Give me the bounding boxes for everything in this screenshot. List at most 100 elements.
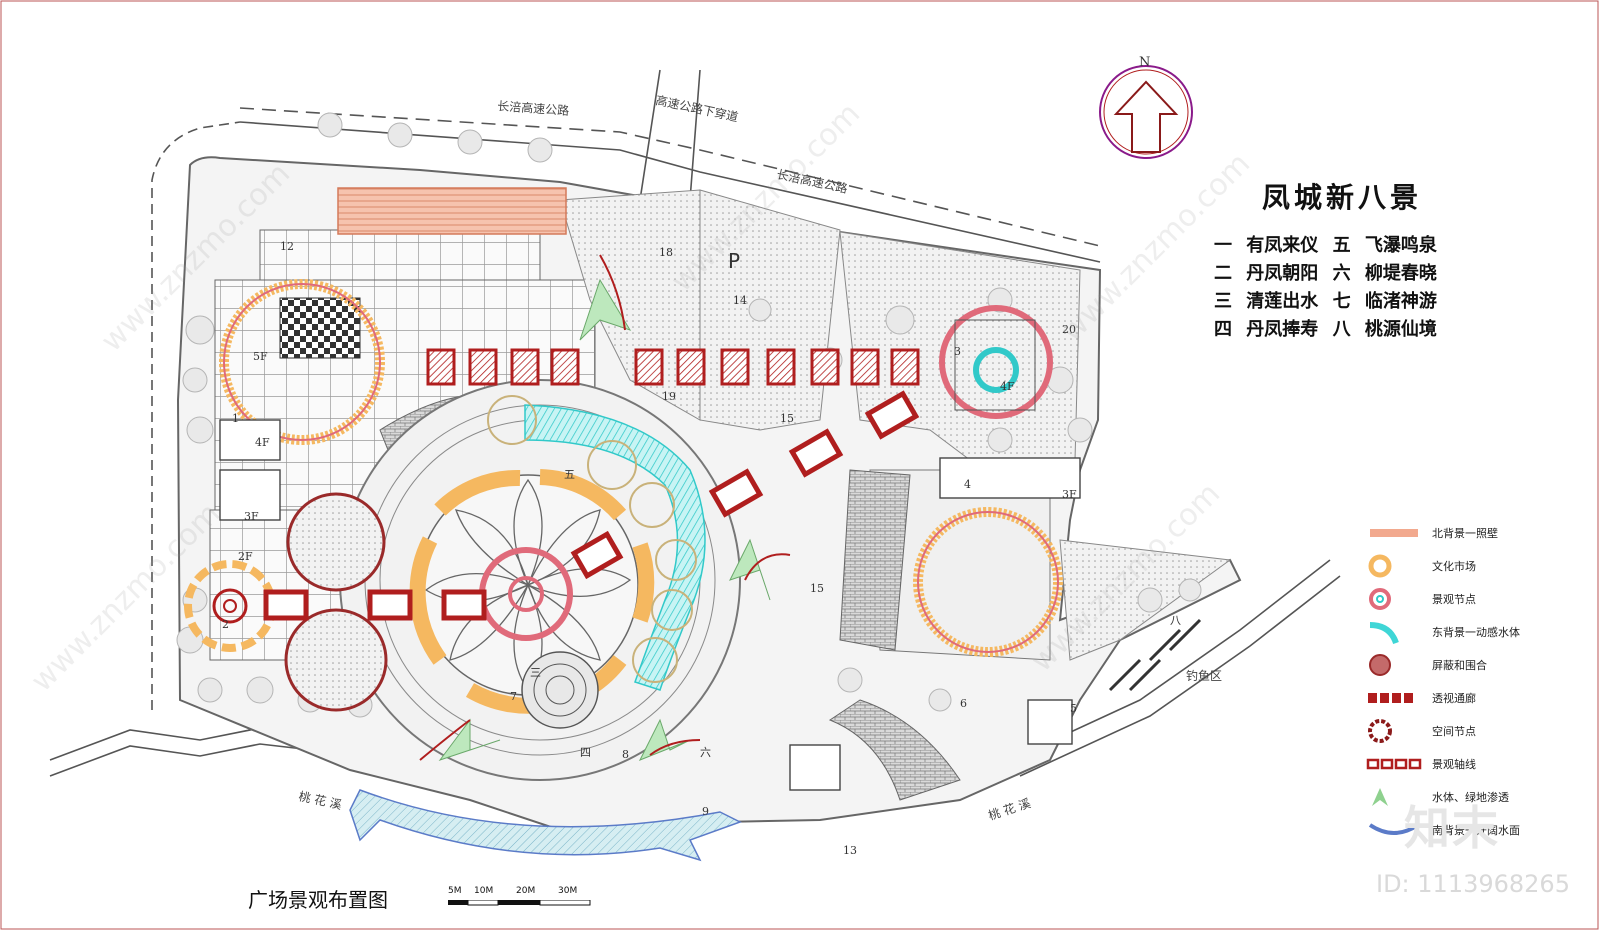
scene-row: 四 丹凤捧寿 八 桃源仙境: [1214, 316, 1574, 344]
north-screen-wall: [337, 187, 567, 235]
building-label: 3F: [1062, 488, 1077, 501]
north-arrow: [1099, 65, 1193, 159]
road-label-highway-1: 长涪高速公路: [497, 98, 570, 118]
landscape-node-ring-icon: [1369, 588, 1391, 610]
scene-row: 二 丹凤朝阳 六 柳堤春晓: [1214, 260, 1574, 288]
zone-label: 三: [530, 666, 541, 679]
legend-item: 北背景一照壁: [1366, 520, 1596, 553]
node-number: 18: [659, 246, 673, 259]
landscape-node-east: [939, 305, 1053, 419]
scene-name: 清莲出水: [1246, 291, 1319, 312]
enclosure-node-1: [286, 492, 386, 592]
scene-name: 飞瀑鸣泉: [1364, 235, 1437, 256]
fishing-pier: [1108, 618, 1202, 692]
legend-label: 水体、绿地渗透: [1432, 791, 1509, 804]
node-number: 9: [702, 805, 709, 818]
axis-blocks-icon: [1366, 758, 1422, 770]
scene-number: 四: [1214, 319, 1232, 340]
buildings: [219, 419, 1081, 791]
scale-bar: 5M 10M 20M 30M: [448, 886, 596, 916]
scene-number: 六: [1332, 263, 1351, 284]
scene-name: 丹凤朝阳: [1246, 263, 1319, 284]
building-label: 5F: [253, 350, 268, 363]
green-arrow-icon: [1372, 788, 1388, 806]
legend-label: 北背景一照壁: [1432, 527, 1498, 540]
legend-label: 南背景一开阔水面: [1432, 824, 1520, 837]
scale-label: 10M: [474, 886, 494, 896]
zone-label: 四: [580, 746, 591, 759]
zone-label: 五: [564, 468, 575, 481]
scene-number: 三: [1214, 291, 1232, 312]
legend-item: 景观节点: [1366, 586, 1596, 619]
scene-name: 丹凤捧寿: [1246, 319, 1319, 340]
legend-label: 空间节点: [1432, 725, 1476, 738]
water-arc-icon: [1369, 622, 1399, 645]
scale-label: 20M: [516, 886, 536, 896]
scene-number: 七: [1332, 291, 1351, 312]
node-number: 13: [843, 844, 857, 857]
legend-label: 屏蔽和围合: [1432, 659, 1487, 672]
node-number: 20: [1062, 323, 1076, 336]
creek-label-right: 桃 花 溪: [986, 795, 1032, 823]
node-number: 2: [222, 618, 229, 631]
scene-list: 一 有凤来仪 五 飞瀑鸣泉 二 丹凤朝阳 六 柳堤春晓 三 清莲出水 七 临渚神…: [1214, 232, 1574, 344]
brand-logo: 知末: [1404, 801, 1500, 855]
node-number: 14: [733, 294, 747, 307]
enclosure-node-2: [284, 608, 388, 712]
legend-label: 东背景一动感水体: [1432, 626, 1520, 639]
screen-wall-swatch-icon: [1370, 529, 1418, 537]
open-water-arc-icon: [1368, 823, 1420, 835]
legend-item: 文化市场: [1366, 553, 1596, 586]
node-number: 19: [662, 390, 676, 403]
legend-label: 文化市场: [1432, 560, 1476, 573]
node-number: 15: [780, 412, 794, 425]
scene-name: 临渚神游: [1364, 291, 1437, 312]
node-number: 7: [510, 690, 517, 703]
legend-item: 透视通廊: [1366, 685, 1596, 718]
node-number: 1: [232, 412, 239, 425]
creek-label-left: 桃 花 溪: [297, 788, 343, 812]
zone-label: 八: [1170, 614, 1181, 627]
scene-number: 二: [1214, 263, 1232, 284]
road-label-underpass: 高速公路下穿道: [654, 92, 739, 124]
enclosure-circle-icon: [1369, 654, 1391, 676]
legend-label: 景观轴线: [1432, 758, 1476, 771]
node-number: 12: [280, 240, 294, 253]
node-number: 8: [622, 748, 629, 761]
scene-row: 一 有凤来仪 五 飞瀑鸣泉: [1214, 232, 1574, 260]
south-open-water: [349, 789, 742, 862]
node-number: 6: [960, 697, 967, 710]
building-label: 4F: [1000, 380, 1015, 393]
space-node-ring-icon: [1368, 719, 1392, 743]
corridor-blocks-icon: [1368, 693, 1413, 703]
parking-label: P: [728, 249, 740, 273]
legend-item: 东背景一动感水体: [1366, 619, 1596, 652]
building-label: 2F: [238, 550, 253, 563]
scale-ruler-icon: [448, 900, 591, 906]
node-number: 15: [810, 582, 824, 595]
scale-label: 5M: [448, 886, 462, 896]
perspective-corridor-blocks: [263, 390, 920, 621]
legend-item: 空间节点: [1366, 718, 1596, 751]
dynamic-water-body: [524, 404, 706, 691]
scene-number: 五: [1332, 235, 1351, 256]
map-legend: 北背景一照壁 文化市场 景观节点 东背景一动感水体 屏蔽和围合 透视通廊 空间节…: [1366, 520, 1596, 850]
culture-market-ring-icon: [1368, 554, 1392, 578]
north-label: N: [1139, 55, 1150, 70]
building-label: 4F: [255, 436, 270, 449]
legend-item: 景观轴线: [1366, 751, 1596, 784]
legend-item: 南背景一开阔水面: [1366, 817, 1596, 850]
node-number: 4: [964, 478, 971, 491]
scene-number: 一: [1214, 235, 1232, 256]
scene-row: 三 清莲出水 七 临渚神游: [1214, 288, 1574, 316]
scale-label: 30M: [558, 886, 578, 896]
scene-name: 有凤来仪: [1246, 235, 1319, 256]
scene-number: 八: [1332, 319, 1351, 340]
legend-item: 水体、绿地渗透: [1366, 784, 1596, 817]
legend-title: 凤城新八景: [1262, 181, 1423, 214]
zone-label: 六: [700, 746, 711, 759]
legend-item: 屏蔽和围合: [1366, 652, 1596, 685]
building-label: 3F: [244, 510, 259, 523]
node-number: 3: [954, 345, 961, 358]
